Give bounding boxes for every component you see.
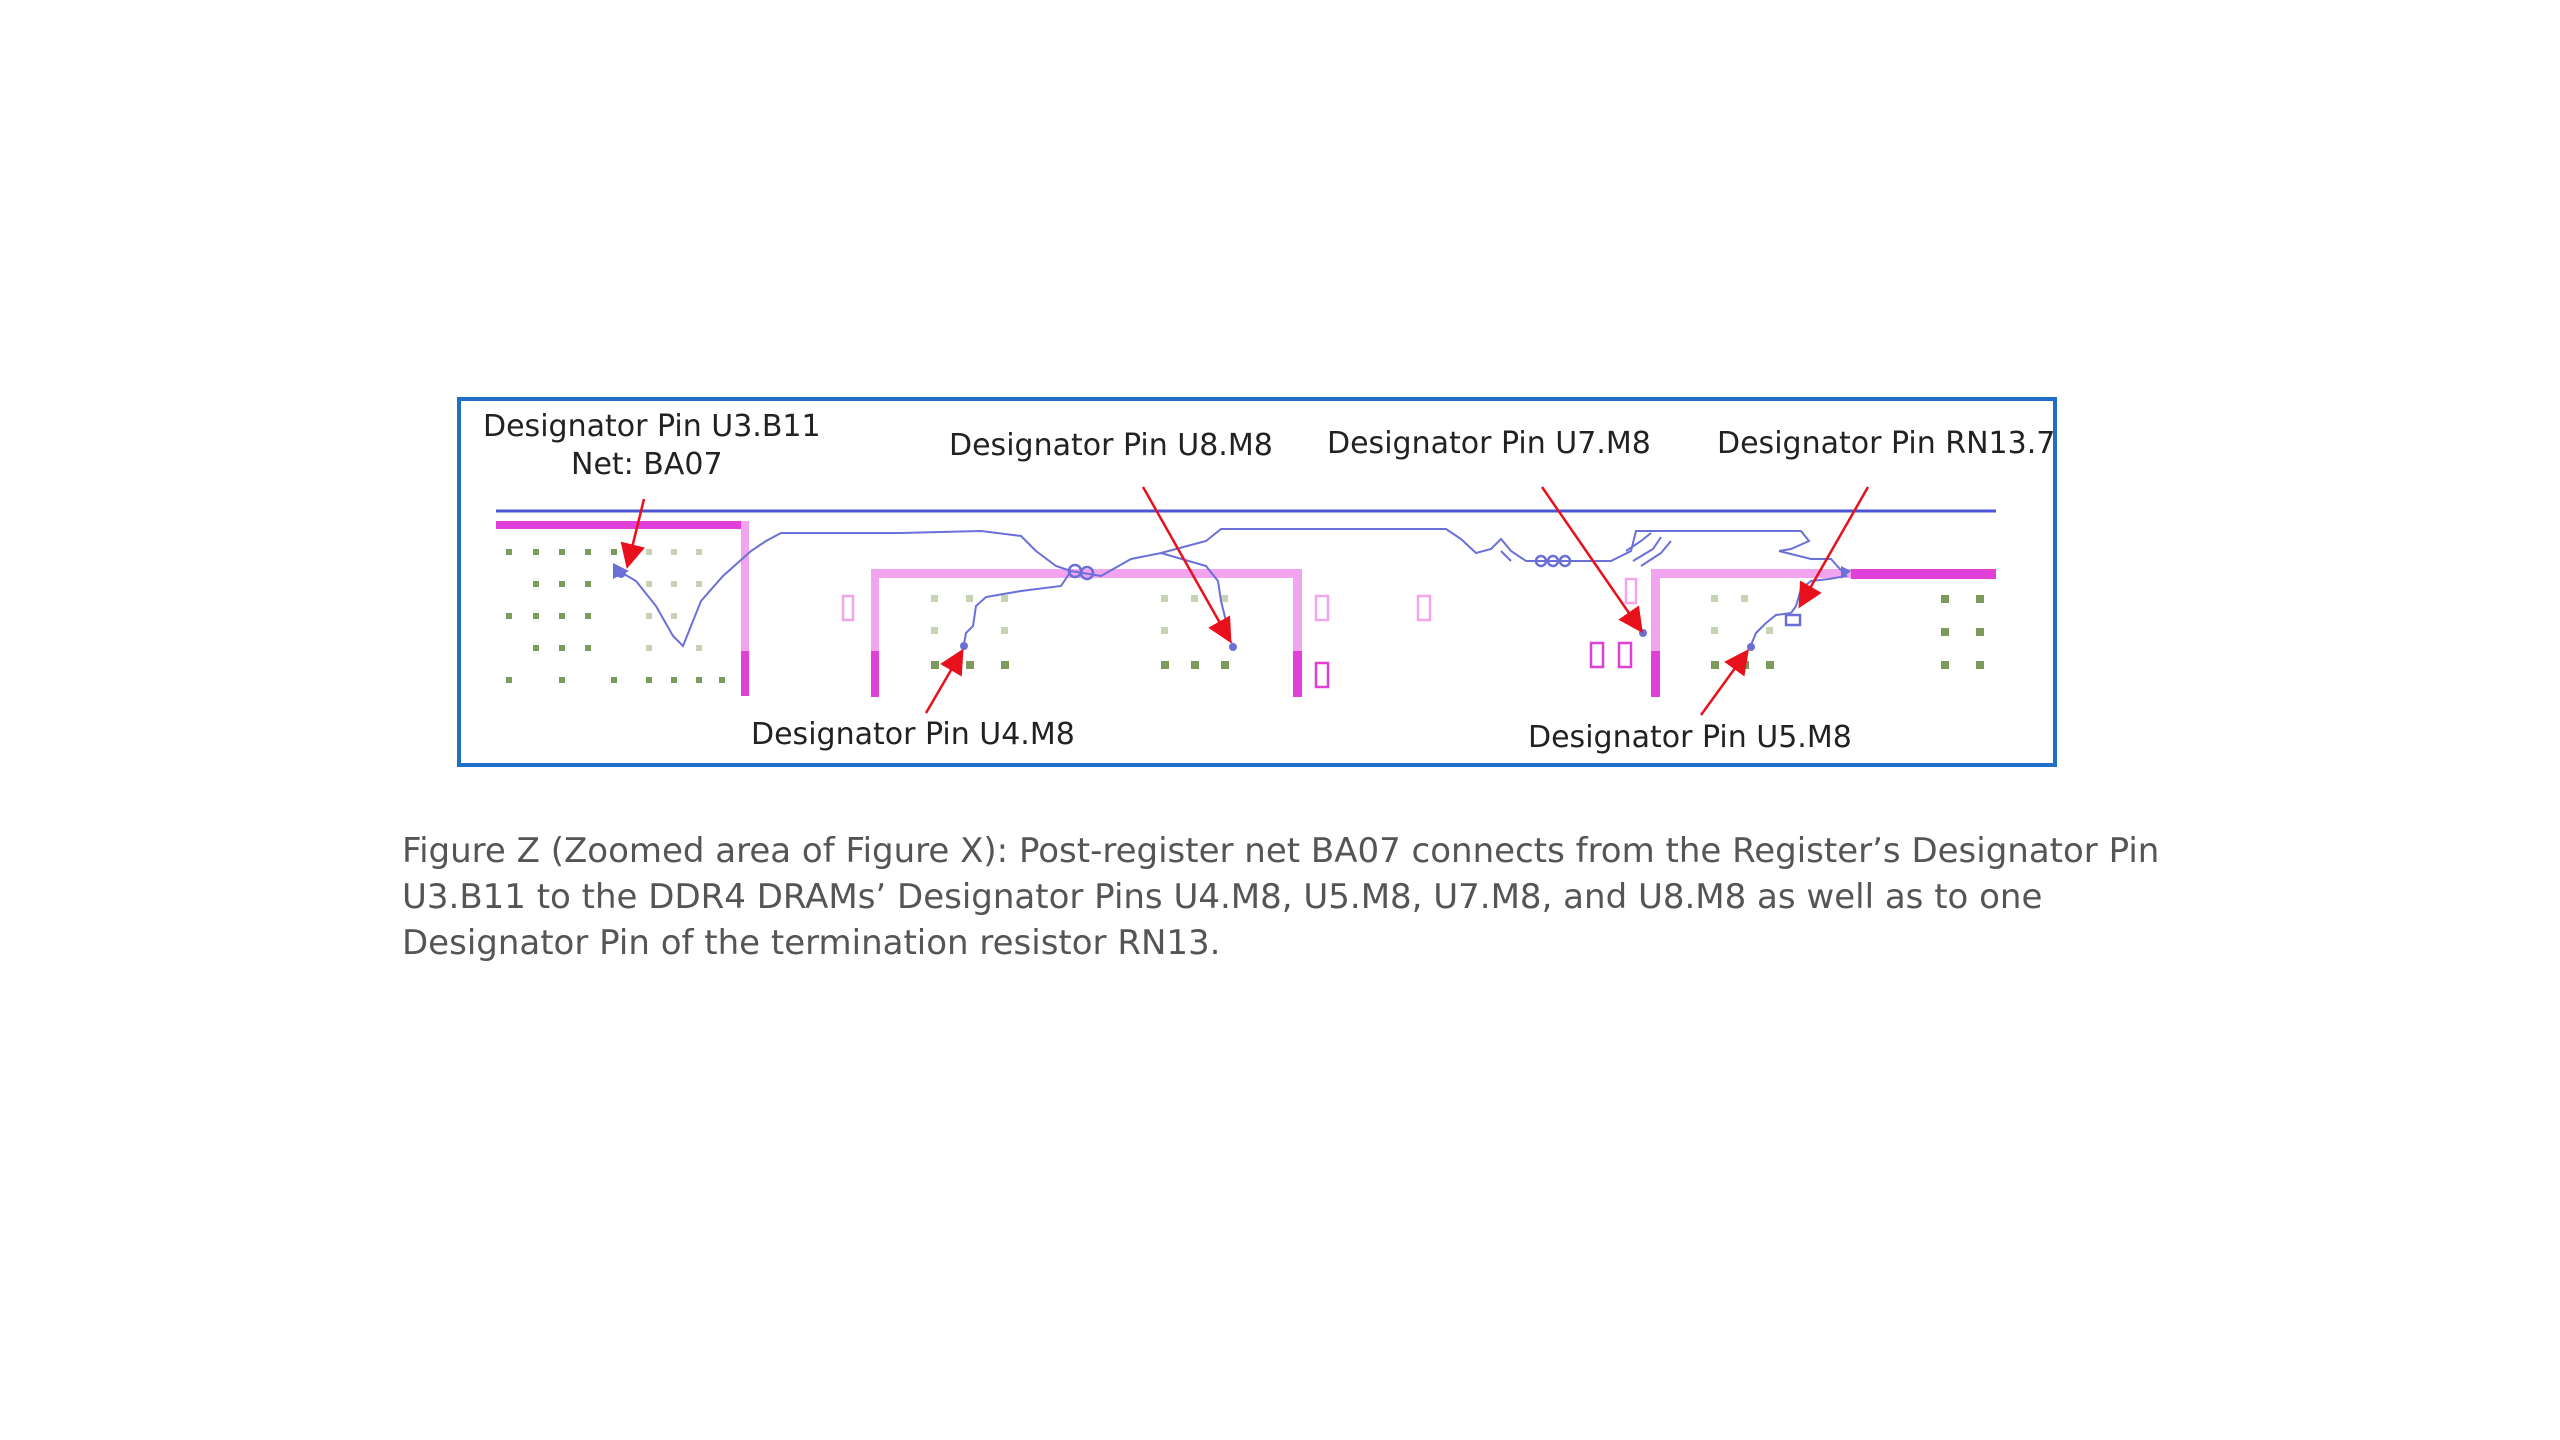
pin-markers (613, 563, 1851, 651)
label-u3-net: Net: BA07 (571, 447, 723, 482)
arrow-rn13 (1798, 486, 1870, 609)
label-u7: Designator Pin U7.M8 (1327, 426, 1651, 461)
u3-outline (496, 521, 749, 696)
u5-u7-outline (1651, 569, 1996, 697)
arrow-u4 (924, 648, 964, 714)
u4-pads (931, 595, 1009, 669)
arrow-u3 (620, 498, 646, 569)
caption-line-1: Figure Z (Zoomed area of Figure X): Post… (402, 831, 2160, 871)
right-pads (1941, 595, 1984, 669)
figure-frame: Designator Pin U3.B11 Net: BA07 Designat… (457, 397, 2057, 767)
label-u5: Designator Pin U5.M8 (1528, 720, 1852, 755)
label-u3-pin: Designator Pin U3.B11 (483, 409, 821, 444)
arrow-u7 (1540, 486, 1643, 634)
figure-caption: Figure Z (Zoomed area of Figure X): Post… (402, 828, 2162, 966)
pcb-layout-view (496, 486, 1996, 716)
caption-line-2: U3.B11 to the DDR4 DRAMs’ Designator Pin… (402, 877, 2043, 917)
u8-pads (1161, 595, 1229, 669)
label-u4: Designator Pin U4.M8 (751, 717, 1075, 752)
small-components (841, 577, 1802, 689)
label-rn13: Designator Pin RN13.7 (1717, 426, 2056, 461)
trace-vias (1067, 554, 1572, 581)
arrow-u8 (1141, 486, 1232, 644)
u3-pads-light (646, 549, 702, 651)
net-ba07-trace (618, 528, 1848, 648)
caption-line-3: Designator Pin of the termination resist… (402, 923, 1221, 963)
arrow-u5 (1699, 648, 1749, 716)
label-u8: Designator Pin U8.M8 (949, 428, 1273, 463)
u3-pads (506, 549, 617, 683)
u3-pads-bottom (646, 677, 725, 683)
callout-arrows (620, 486, 1870, 716)
